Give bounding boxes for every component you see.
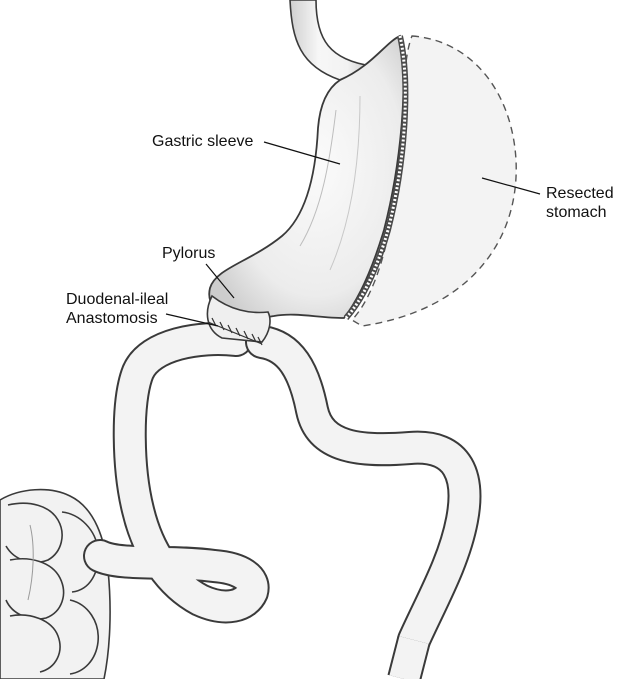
label-resected-line-1: Resected <box>546 185 614 202</box>
resected-stomach <box>350 35 517 327</box>
label-resected-line-2: stomach <box>546 204 607 221</box>
label-gastric-sleeve-text: Gastric sleeve <box>152 133 254 150</box>
pylorus <box>206 294 271 343</box>
label-resected-stomach: Resected stomach <box>546 184 614 222</box>
colon <box>0 488 111 680</box>
leader-lines <box>165 141 541 327</box>
leader-duodenal-ileal <box>165 313 219 327</box>
label-duodenal-line-2: Anastomosis <box>66 310 158 327</box>
label-gastric-sleeve: Gastric sleeve <box>152 132 253 151</box>
label-duodenal-line-1: Duodenal-ileal <box>66 291 169 308</box>
label-pylorus-text: Pylorus <box>162 245 216 262</box>
gastric-sleeve <box>208 34 405 324</box>
label-pylorus: Pylorus <box>162 244 215 263</box>
leader-pylorus <box>205 263 235 299</box>
leader-resected-stomach <box>481 177 541 195</box>
leader-gastric-sleeve <box>263 141 341 165</box>
label-duodenal-ileal: Duodenal-ileal Anastomosis <box>66 290 168 328</box>
small-intestine <box>83 322 482 684</box>
staple-line <box>343 35 409 320</box>
